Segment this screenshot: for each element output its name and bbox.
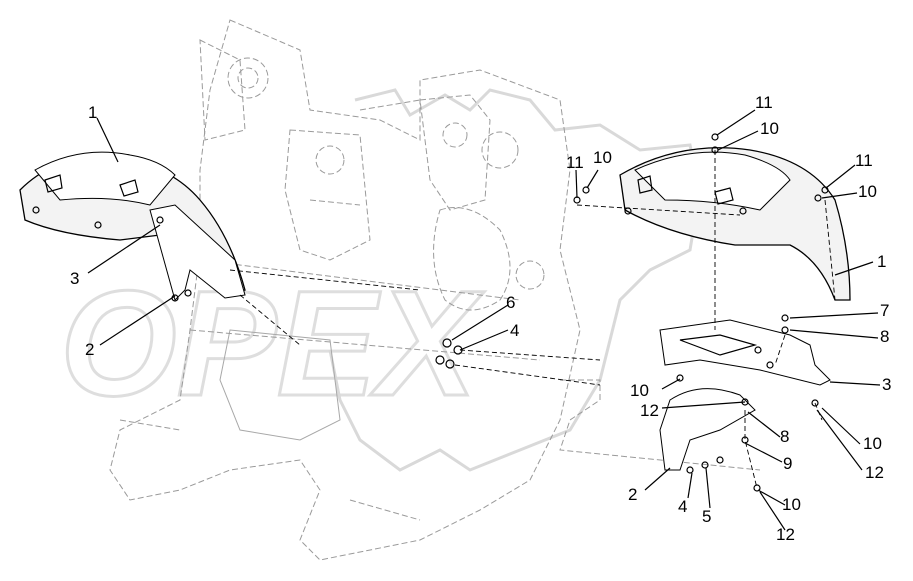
callouts: 1 3 2 11 10 11 10 11 10 1 6 4 7 8 3 10 1… [70, 93, 891, 544]
callout-3-right: 3 [882, 375, 891, 394]
callout-10-d: 10 [630, 381, 649, 400]
callout-10-b: 10 [593, 148, 612, 167]
callout-7: 7 [880, 301, 889, 320]
callout-11-b: 11 [566, 153, 584, 172]
callout-11-a: 11 [755, 93, 773, 112]
right-fender-assembly [573, 133, 851, 492]
callout-10-a: 10 [760, 119, 779, 138]
callout-4-mid: 4 [510, 321, 519, 340]
mid-fasteners [435, 338, 601, 386]
loader-frame-ghost [109, 19, 761, 561]
callout-1-left: 1 [88, 103, 97, 122]
callout-10-f: 10 [782, 495, 801, 514]
callout-12-b: 12 [865, 463, 884, 482]
callout-1-right: 1 [877, 252, 886, 271]
callout-3-left: 3 [70, 269, 79, 288]
callout-5: 5 [702, 507, 711, 526]
callout-2-right: 2 [628, 485, 637, 504]
callout-10-c: 10 [858, 182, 877, 201]
right-lower-bracket [659, 388, 756, 471]
watermark: OPEX [59, 88, 702, 472]
callout-2-left: 2 [85, 340, 94, 359]
callout-8-b: 8 [780, 427, 789, 446]
callout-12-a: 12 [640, 401, 659, 420]
callout-4-low: 4 [678, 497, 687, 516]
callout-9: 9 [783, 454, 792, 473]
callout-6: 6 [506, 293, 515, 312]
watermark-text: OPEX [60, 259, 485, 427]
right-upper-bracket [659, 319, 831, 386]
callout-11-c: 11 [855, 151, 873, 170]
callout-8-a: 8 [880, 327, 889, 346]
leader-lines [87, 109, 881, 531]
callout-10-e: 10 [863, 434, 882, 453]
callout-12-c: 12 [776, 525, 795, 544]
left-fender-assembly [19, 151, 421, 346]
